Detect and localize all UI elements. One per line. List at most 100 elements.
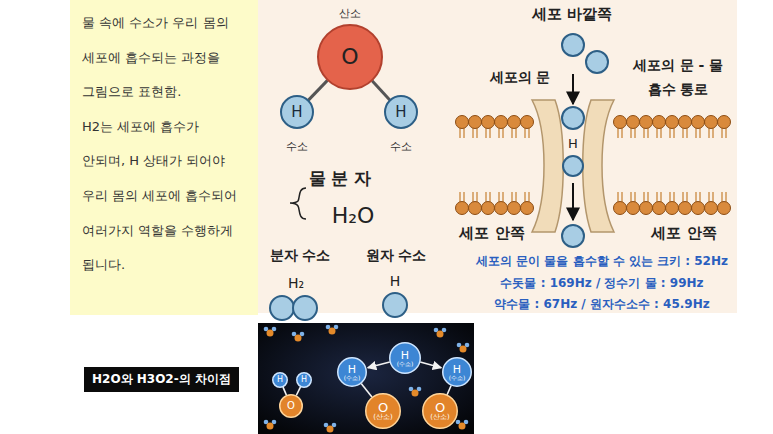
atom-label-box: H [296, 372, 312, 388]
hydrogen-atom [293, 296, 317, 320]
atom-label-box [562, 155, 584, 177]
atom-symbol: O [378, 401, 388, 414]
bond-line [361, 384, 372, 398]
caption-text: H2O와 H3O2-의 차이점 [92, 371, 231, 388]
note-line: 세포의 문이 물을 흡수할 수 있는 크키 : 52Hz [476, 255, 728, 268]
lipid-head [718, 202, 731, 215]
speck-o [437, 331, 444, 338]
hydrogen-atom: H(수소) [442, 357, 472, 387]
hydrogen-atom: H(수소) [337, 357, 367, 387]
hydrogen-atom: H(수소) [389, 342, 421, 374]
speck-o [295, 335, 302, 342]
oxygen-atom: O(산소) [422, 393, 458, 429]
lipid-head [705, 116, 718, 129]
channel-wall [583, 100, 614, 232]
region-label: 세포 안쪽 [459, 225, 524, 242]
atom-circle [338, 358, 367, 387]
formula: H₂ [288, 276, 304, 291]
lipid-head [469, 116, 482, 129]
hydrogen-atom [270, 296, 294, 320]
lipid-head [640, 116, 653, 129]
lipid-head [653, 202, 666, 215]
lipid-head [653, 116, 666, 129]
water-particle [586, 51, 608, 73]
atom-label-box: O [317, 24, 383, 90]
atom-label-box: O [279, 394, 303, 418]
channel-wall [532, 100, 563, 232]
lipid-head [666, 116, 679, 129]
note-line: 수돗물 : 169Hz / 정수기 물 : 99Hz [500, 277, 703, 290]
oxygen-atom: O [279, 394, 303, 418]
lipid-head [508, 116, 521, 129]
note-text: 물 속에 수소가 우리 몸의 세포에 흡수되는 과정을 그림으로 표현함. [82, 6, 246, 110]
hydrogen-atom: H [296, 372, 312, 388]
bond-line [308, 80, 327, 100]
speck-o [459, 423, 466, 430]
atom-circle [318, 25, 382, 89]
note-panel: 물 속에 수소가 우리 몸의 세포에 흡수되는 과정을 그림으로 표현함.H2는… [70, 0, 258, 315]
bond-line [372, 81, 390, 100]
atom-symbol: O [435, 401, 445, 414]
speck-o [329, 328, 336, 335]
group-label: 물 분 자 [309, 169, 372, 188]
note-text: H2는 세포에 흡수가 안되며, H 상태가 되어야 우리 몸의 세포에 흡수되… [82, 110, 246, 283]
atom-label-box: H(수소) [337, 357, 367, 387]
direction-arrow [420, 362, 441, 368]
region-label: 세포 안쪽 [651, 225, 716, 242]
water-particle [562, 34, 584, 56]
atom-circle [366, 394, 401, 429]
lipid-head [640, 202, 653, 215]
atom-circle [385, 96, 417, 128]
lipid-head [521, 116, 534, 129]
brace [290, 188, 306, 219]
atom-symbol: (산소) [430, 414, 449, 421]
atom-label-box: H(수소) [389, 342, 421, 374]
cell-panel [258, 0, 737, 313]
atom-name: 수소 [286, 141, 308, 152]
molecule-image [258, 323, 474, 434]
part-label: 세포의 문 - 물 흡수 통로 [630, 53, 726, 101]
flow-arrow [572, 74, 574, 104]
speck-o [267, 423, 274, 430]
hydrogen-atom: H수소 [280, 95, 314, 129]
part-label: 세포의 문 [490, 70, 551, 85]
water-particle [562, 225, 584, 247]
hydrogen-atom: H [562, 155, 584, 177]
region-label: 세포 바깥쪽 [532, 6, 612, 23]
lipid-head [705, 202, 718, 215]
lipid-head [482, 116, 495, 129]
atom-symbol: (산소) [373, 414, 392, 421]
atom-label-box: H [280, 95, 314, 129]
atom-symbol: (수소) [449, 375, 466, 381]
lipid-head [482, 202, 495, 215]
speck-o [327, 426, 334, 433]
atom-symbol: H [395, 105, 406, 120]
atom-label-box: H [384, 95, 418, 129]
atom-label-box: H [272, 372, 288, 388]
atom-name: 산소 [339, 8, 361, 19]
oxygen-atom: O(산소) [365, 393, 401, 429]
hydrogen-atom: H수소 [384, 95, 418, 129]
caption-box: H2O와 H3O2-의 차이점 [84, 367, 239, 392]
atom-name: 수소 [390, 141, 412, 152]
bond-line [283, 387, 286, 395]
speck-o [412, 390, 419, 397]
lipid-head [627, 116, 640, 129]
lipid-head [521, 202, 534, 215]
lipid-head [666, 202, 679, 215]
lipid-head [456, 202, 469, 215]
atom-label-box: H(수소) [442, 357, 472, 387]
atom-symbol: H [277, 376, 283, 384]
atom-circle [423, 394, 458, 429]
atom-symbol: H [348, 364, 356, 375]
speck-o [267, 330, 274, 337]
atom-symbol: O [341, 46, 358, 68]
lipid-head [627, 202, 640, 215]
small-molecules [264, 325, 470, 433]
lipid-head [692, 202, 705, 215]
atom-label-box: O(산소) [422, 393, 458, 429]
lipid-head [508, 202, 521, 215]
lipid-head [692, 116, 705, 129]
lipid-head [614, 116, 627, 129]
